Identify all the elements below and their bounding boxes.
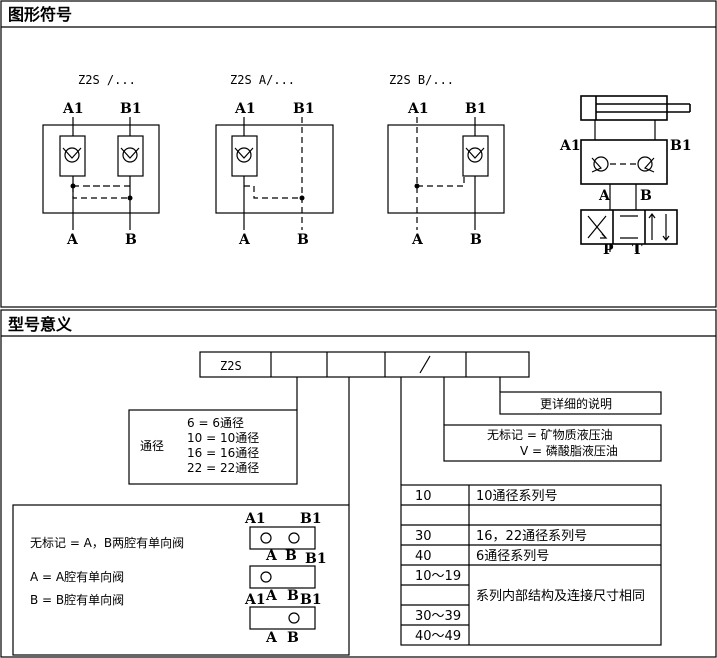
size-22: 22 = 22通径 (187, 461, 259, 475)
port-a-label: A (598, 188, 611, 204)
mini-symbol-b: B1 A B (249, 592, 322, 646)
svg-text:A: A (265, 588, 278, 604)
port-b-label: B (470, 232, 482, 248)
svg-text:A1: A1 (244, 592, 266, 608)
series-desc-cell: 系列内部结构及连接尺寸相同 (476, 588, 645, 604)
series-code-cell: 10 (415, 489, 432, 504)
model-section-title: 型号意义 (8, 315, 72, 334)
size-6: 6 = 6通径 (187, 416, 244, 430)
port-p-label: P (603, 242, 614, 258)
svg-text:B1: B1 (300, 592, 322, 608)
series-code-cell: 30 (415, 529, 432, 544)
series-table (400, 484, 662, 646)
series-code-cell: 40 (415, 549, 432, 564)
check-valve-icon (467, 147, 483, 163)
port-b1-label: B1 (120, 101, 142, 117)
cylinder-icon (580, 95, 668, 121)
svg-text:A1: A1 (244, 511, 266, 527)
series-code-cell: 10～19 (415, 569, 461, 584)
details-text: 更详细的说明 (540, 396, 612, 411)
size-10: 10 = 10通径 (187, 431, 259, 445)
series-table-cells: 10 10通径系列号 30 16，22通径系列号 40 6通径系列号 10～19 系列内部结构… (415, 489, 645, 644)
check-valve-icon (64, 147, 80, 163)
svg-text:A: A (265, 548, 278, 564)
port-b-label: B (297, 232, 309, 248)
check-a-text: A = A腔有单向阀 (30, 569, 124, 584)
svg-text:B1: B1 (305, 551, 327, 567)
fluid-none-text: 无标记 = 矿物质液压油 (487, 427, 613, 442)
symbols-section-title: 图形符号 (8, 5, 72, 24)
mini-symbol-both: A1 B1 A B (244, 511, 322, 564)
port-b-label: B (640, 188, 652, 204)
port-a1-label: A1 (62, 101, 84, 117)
circuit-diagram: A1 B1 A B P T (559, 95, 692, 258)
port-t-label: T (632, 242, 643, 258)
check-valve-block (580, 139, 668, 185)
size-16: 16 = 16通径 (187, 446, 259, 460)
port-b1-label: B1 (465, 101, 487, 117)
port-a1-label: A1 (407, 101, 429, 117)
svg-text:B: B (287, 630, 299, 646)
port-a1-label: A1 (234, 101, 256, 117)
port-b1-label: B1 (293, 101, 315, 117)
model-code: Z2S (220, 359, 242, 373)
port-a-label: A (238, 232, 251, 248)
symbol-label: Z2S /... (78, 73, 136, 87)
mini-symbol-a: B1 A1 A B (244, 551, 327, 608)
symbols-frame (0, 0, 717, 308)
series-code-cell: 40～49 (415, 629, 461, 644)
symbol-z2s-both: Z2S /... A1 B1 A B (42, 73, 160, 248)
port-a1-label: A1 (559, 138, 581, 154)
series-desc-cell: 16，22通径系列号 (476, 529, 587, 544)
svg-text:B1: B1 (300, 511, 322, 527)
model-frame (0, 309, 717, 658)
directional-valve-icon (580, 209, 678, 245)
fluid-v-text: V = 磷酸脂液压油 (520, 443, 618, 458)
check-valve-icon (236, 147, 252, 163)
port-b-label: B (125, 232, 137, 248)
svg-text:B: B (285, 548, 297, 564)
symbol-label: Z2S B/... (389, 73, 454, 87)
svg-text:A: A (265, 630, 278, 646)
check-valve-icon (122, 147, 138, 163)
size-label: 通径 (140, 439, 164, 453)
check-b-text: B = B腔有单向阀 (30, 592, 124, 607)
port-b1-label: B1 (670, 138, 692, 154)
symbol-z2s-a: Z2S A/... A1 B1 A B (215, 73, 334, 248)
svg-text:B: B (287, 588, 299, 604)
model-code-boxes: Z2S (199, 351, 530, 378)
port-a-label: A (411, 232, 424, 248)
port-a-label: A (66, 232, 79, 248)
series-desc-cell: 6通径系列号 (476, 549, 549, 564)
series-code-cell: 30～39 (415, 609, 461, 624)
symbol-label: Z2S A/... (230, 73, 295, 87)
series-desc-cell: 10通径系列号 (476, 489, 558, 504)
check-none-text: 无标记 = A，B两腔有单向阀 (30, 535, 184, 550)
symbol-z2s-b: Z2S B/... A1 B1 A B (387, 73, 505, 248)
